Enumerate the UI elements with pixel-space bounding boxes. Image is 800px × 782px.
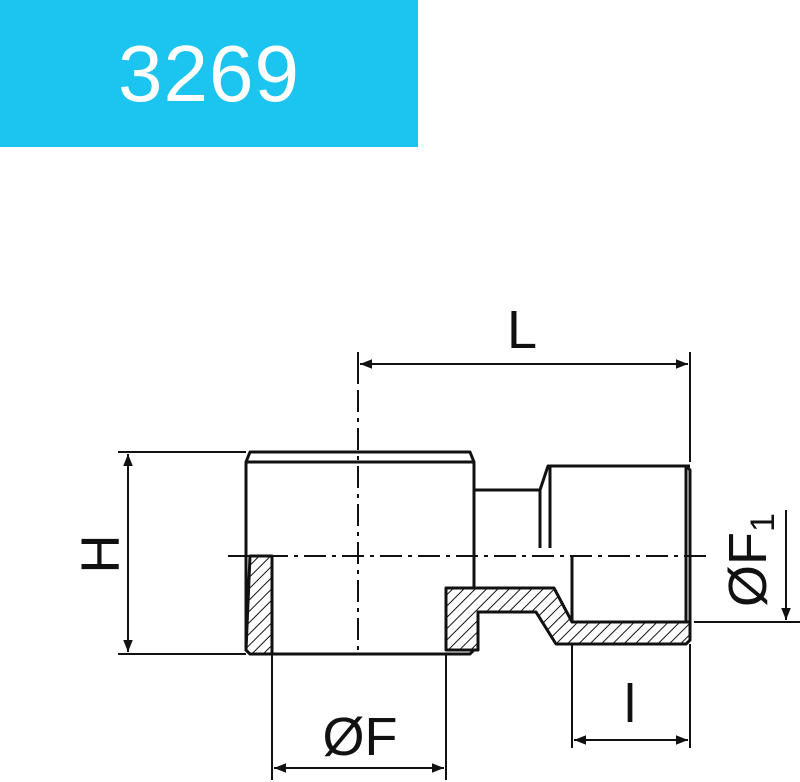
label-height: H	[70, 535, 130, 574]
svg-text:ØF1: ØF1	[718, 513, 782, 607]
label-diameter-f1: ØF	[718, 532, 778, 607]
part-number-badge: 3269	[0, 0, 418, 147]
extension-lines	[118, 352, 800, 780]
part-number: 3269	[118, 28, 300, 118]
label-thread-length: l	[624, 674, 636, 734]
dimension-arrows	[123, 359, 791, 773]
section-hatching	[244, 554, 692, 656]
label-diameter-f1-subscript: 1	[744, 513, 782, 532]
label-length: L	[507, 300, 537, 360]
label-diameter-f: ØF	[323, 707, 398, 767]
center-lines	[228, 352, 710, 654]
bore-lines	[270, 556, 574, 650]
